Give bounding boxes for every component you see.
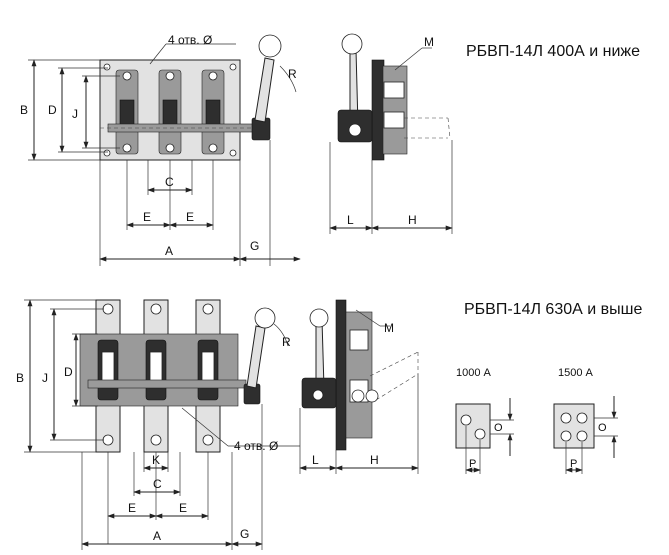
top-handle [251,34,282,141]
terminal-1500a-label: 1500 А [558,367,594,379]
top-dim-C: C [165,175,174,189]
bottom-dim-M: M [384,321,394,335]
top-phase-middle [158,69,182,155]
top-dim-E-right: E [186,210,194,224]
top-dim-D: D [48,103,57,117]
bottom-dim-E-right: E [179,501,187,515]
bottom-dim-K: K [152,453,160,467]
bottom-side-view [299,299,419,474]
terminal-1500a-detail [553,396,618,474]
top-dim-G: G [250,239,259,253]
terminal-1500a-dim-P: P [570,458,577,470]
bottom-dim-L: L [312,453,319,467]
bottom-dim-R: R [282,335,291,349]
top-holes-note: 4 отв. Ø [168,33,212,47]
bottom-dim-G: G [240,527,249,541]
bottom-handle [243,307,276,405]
top-phase-left [115,69,139,155]
top-dim-J: J [72,107,78,121]
bottom-dim-B: B [16,371,24,385]
terminal-1000a-label: 1000 А [456,367,492,379]
bottom-front-view [24,299,300,550]
top-dim-M: M [424,35,434,49]
top-dim-E-left: E [143,210,151,224]
top-dim-A: A [165,244,173,258]
terminal-1500a-dim-O: O [598,422,607,434]
top-dim-R: R [288,67,297,81]
top-side-view [329,33,453,234]
bottom-dim-H: H [370,453,379,467]
bottom-dim-J: J [42,371,48,385]
top-dim-B: B [20,103,28,117]
terminal-1000a-detail [455,398,514,474]
terminal-1000a-dim-P: P [469,458,476,470]
bottom-phase-middle [145,339,167,401]
top-front-view [28,34,301,266]
bottom-dim-E-left: E [128,501,136,515]
bottom-holes-note: 4 отв. Ø [234,439,278,453]
bottom-phase-left [97,339,119,401]
bottom-title: РБВП-14Л 630А и выше [464,301,642,318]
bottom-phase-right [197,339,219,401]
bottom-dim-C: C [153,477,162,491]
top-dim-H: H [408,213,417,227]
top-dim-L: L [347,213,354,227]
top-phase-right [201,69,225,155]
top-title: РБВП-14Л 400А и ниже [466,43,640,60]
bottom-dim-D: D [64,365,73,379]
terminal-1000a-dim-O: O [494,422,503,434]
bottom-dim-A: A [153,529,161,543]
